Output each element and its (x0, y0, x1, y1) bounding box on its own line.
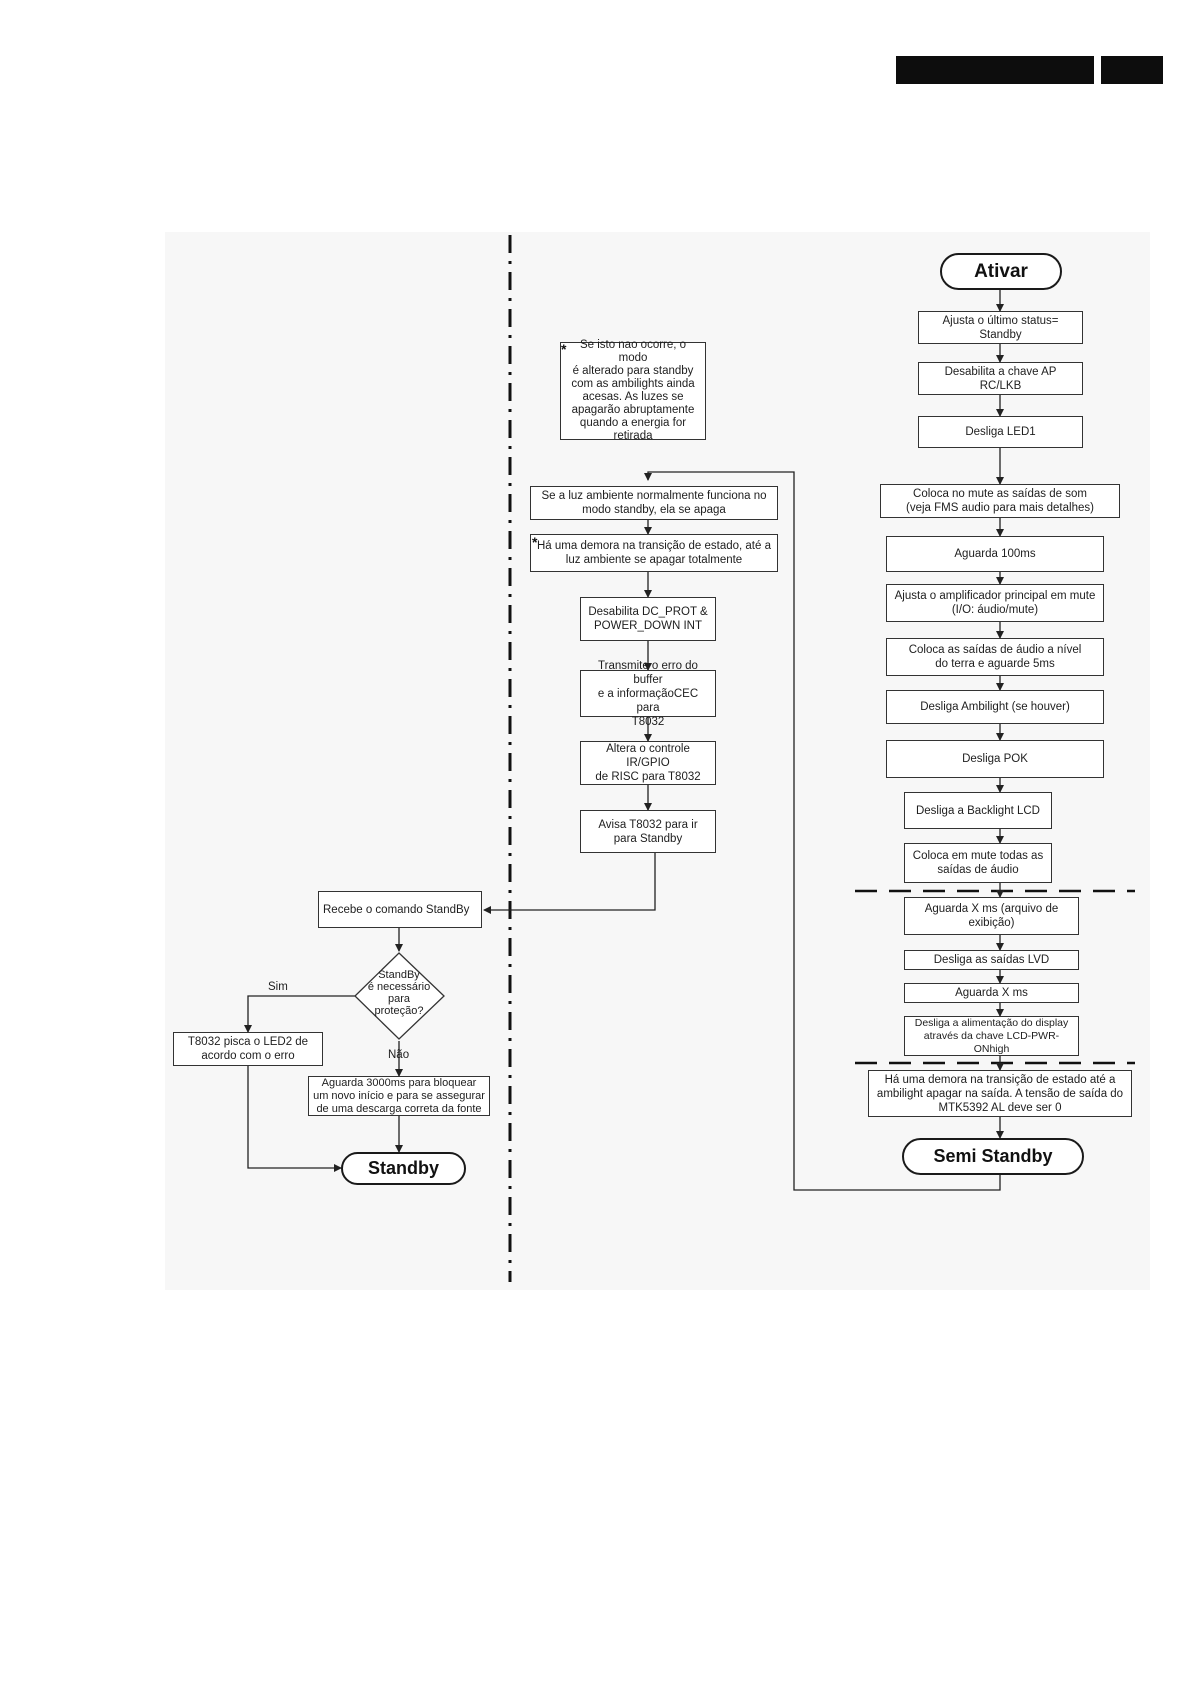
step-receive-standby-command: Recebe o comando StandBy (318, 891, 482, 928)
step-disable-ap-key: Desabilita a chave AP RC/LKB (918, 362, 1083, 395)
decision-no-label: Não (388, 1049, 410, 1061)
step-led1-off: Desliga LED1 (918, 416, 1083, 448)
note-asterisk: * (561, 341, 567, 357)
decision-diamond (354, 952, 445, 1040)
step-disable-dc-prot: Desabilita DC_PROT & POWER_DOWN INT (580, 597, 716, 641)
step-mute-sound-outputs: Coloca no mute as saídas de som (veja FM… (880, 484, 1120, 518)
step-wait-100ms: Aguarda 100ms (886, 536, 1104, 572)
step-backlight-off: Desliga a Backlight LCD (904, 792, 1052, 829)
terminal-standby: Standby (341, 1152, 466, 1185)
step-ambient-light-off: Se a luz ambiente normalmente funciona n… (530, 486, 778, 520)
step-t8032-led-blink: T8032 pisca o LED2 de acordo com o erro (173, 1032, 323, 1066)
step-main-amp-mute: Ajusta o amplificador principal em mute … (886, 584, 1104, 622)
delay-asterisk: * (532, 534, 538, 550)
step-lvd-off: Desliga as saídas LVD (904, 950, 1079, 970)
step-ambilight-delay: Há uma demora na transição de estado até… (868, 1070, 1132, 1117)
decision-protection-question: StandBy é necessário para proteção? (367, 969, 431, 1017)
step-audio-outputs-ground: Coloca as saídas de áudio a nível do ter… (886, 638, 1104, 676)
start-terminal-ativar: Ativar (940, 253, 1062, 290)
terminal-semi-standby: Semi Standby (902, 1138, 1084, 1175)
step-mute-all-audio: Coloca em mute todas as saídas de áudio (904, 843, 1052, 883)
step-set-last-status: Ajusta o último status= Standby (918, 311, 1083, 344)
header-bar-right (1101, 56, 1163, 84)
step-transmit-buffer-error: Transmite o erro do buffer e a informaçã… (580, 660, 716, 728)
step-wait-x-ms: Aguarda X ms (904, 983, 1079, 1003)
step-wait-x-ms-display: Aguarda X ms (arquivo de exibição) (904, 897, 1079, 935)
step-ambilight-off: Desliga Ambilight (se houver) (886, 690, 1104, 724)
step-notify-t8032: Avisa T8032 para ir para Standby (580, 810, 716, 853)
note-box: Se isto nao ocorre, o modo é alterado pa… (560, 339, 706, 442)
step-wait-3000ms: Aguarda 3000ms para bloquear um novo iní… (308, 1076, 490, 1116)
step-ambient-light-delay: Há uma demora na transição de estado, at… (530, 534, 778, 572)
step-change-ir-gpio: Altera o controle IR/GPIO de RISC para T… (580, 741, 716, 785)
step-pok-off: Desliga POK (886, 740, 1104, 778)
step-display-power-off: Desliga a alimentação do display através… (904, 1016, 1079, 1056)
header-bar-left (896, 56, 1094, 84)
decision-yes-label: Sim (268, 981, 288, 993)
